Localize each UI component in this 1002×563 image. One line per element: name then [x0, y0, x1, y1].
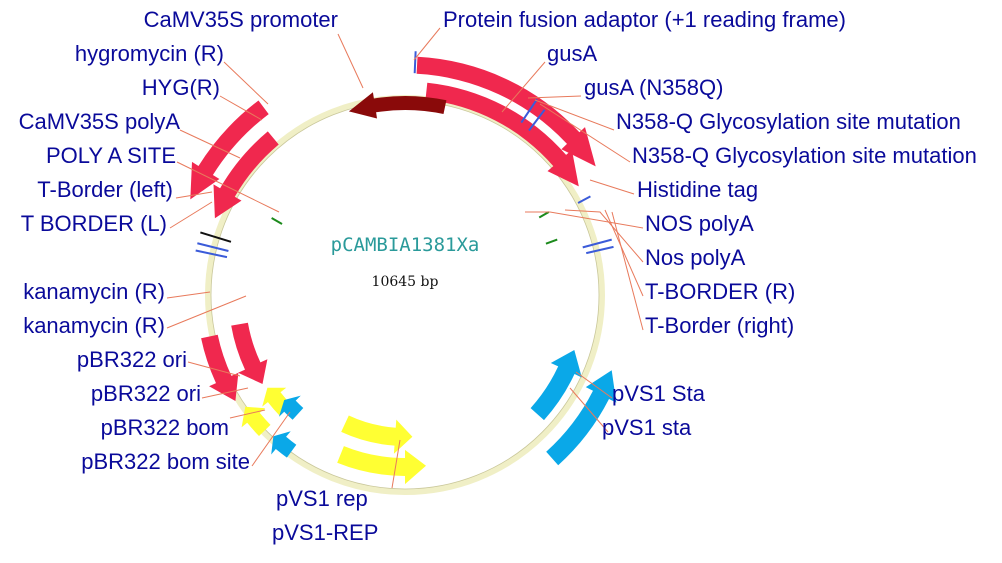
hyg-r-arrow	[213, 131, 279, 219]
t-border-right-tick-2	[586, 245, 614, 255]
leader-gusA-n358q	[527, 95, 582, 99]
gusA-arrow	[425, 82, 579, 187]
kanamycin-r-inner-arrow	[231, 322, 268, 384]
label-camv35s-polya: CaMV35S polyA	[19, 109, 181, 134]
leader-kanamycin-1	[166, 291, 211, 299]
leader-n358q-1	[534, 99, 615, 131]
pvs1-rep-outer-arrow	[337, 446, 426, 485]
leader-protein-fusion-adaptor	[413, 27, 441, 61]
label-camv35s-promoter: CaMV35S promoter	[144, 7, 338, 32]
label-nos-polya-upper: NOS polyA	[645, 211, 754, 236]
label-pbr322-ori-2: pBR322 ori	[91, 381, 201, 406]
label-n358q-mutation-1: N358-Q Glycosylation site mutation	[616, 109, 961, 134]
label-gusA-n358q: gusA (N358Q)	[584, 75, 723, 100]
kanamycin-r-outer-arrow	[201, 334, 239, 401]
site-ticks	[195, 51, 614, 259]
label-nos-polya-lower: Nos polyA	[645, 245, 746, 270]
pbr322-bom-inner-arrow	[279, 395, 304, 420]
n358q-mutation-tick-1	[520, 98, 538, 124]
label-pvs1-rep: pVS1 rep	[276, 486, 368, 511]
label-poly-a-site: POLY A SITE	[46, 143, 176, 168]
leader-lines	[166, 27, 644, 489]
camv35s-polya-green-tick	[271, 217, 283, 225]
label-kanamycin-r-2: kanamycin (R)	[23, 313, 165, 338]
leader-pbr322-bom-site	[251, 411, 291, 467]
pbr322-bom-outer-arrow	[271, 431, 297, 458]
leader-pvs1-sta-2	[569, 387, 609, 433]
feature-labels: CaMV35S promoter Protein fusion adaptor …	[19, 7, 977, 545]
leader-pvs1-rep	[391, 439, 401, 489]
leader-t-border-right	[611, 211, 644, 331]
leader-pbr322-bom	[229, 409, 266, 419]
protein-fusion-adaptor-tick	[413, 51, 417, 74]
label-histidine-tag: Histidine tag	[637, 177, 758, 202]
leader-nos-polya-lower	[564, 209, 644, 263]
label-protein-fusion-adaptor: Protein fusion adaptor (+1 reading frame…	[443, 7, 846, 32]
label-pvs1-rep-upper: pVS1-REP	[272, 520, 378, 545]
label-t-border-left: T-Border (left)	[37, 177, 173, 202]
t-border-left-tick-1	[197, 242, 229, 252]
n358q-mutation-tick-2	[528, 109, 546, 132]
leader-pbr322-ori-1	[187, 361, 241, 377]
plasmid-size: 10645 bp	[372, 274, 439, 290]
t-border-left-tick-2	[195, 249, 228, 259]
nos-polya-green-tick-1	[538, 211, 550, 219]
pvs1-sta-outer-arrow	[546, 370, 617, 466]
label-hyg-r: HYG(R)	[142, 75, 220, 100]
label-pvs1-sta-1: pVS1 Sta	[612, 381, 706, 406]
leader-histidine-tag	[589, 179, 635, 195]
pvs1-sta-inner-arrow	[530, 350, 582, 421]
label-t-border-r: T-BORDER (R)	[645, 279, 795, 304]
label-n358q-mutation-2: N358-Q Glycosylation site mutation	[632, 143, 977, 168]
leader-camv35s-polya	[179, 129, 241, 159]
label-gusA: gusA	[547, 41, 597, 66]
t-border-left-tick-black	[200, 231, 232, 243]
label-pbr322-ori-1: pBR322 ori	[77, 347, 187, 372]
histidine-tag-tick	[577, 195, 591, 204]
feature-arrows	[190, 56, 617, 485]
leader-pvs1-sta-1	[575, 371, 613, 399]
hygromycin-r-arrow	[190, 100, 269, 200]
leader-poly-a-site	[176, 161, 280, 213]
leader-gusA	[501, 61, 546, 113]
label-hygromycin-r: hygromycin (R)	[75, 41, 224, 66]
leader-camv35s-promoter	[337, 33, 364, 89]
t-border-right-tick-1	[582, 238, 612, 249]
leader-n358q-2	[539, 103, 631, 163]
nos-polya-green-tick-2	[545, 238, 558, 245]
leader-hygromycin	[223, 61, 269, 105]
leader-t-border-left	[175, 191, 213, 199]
label-t-border-l: T BORDER (L)	[21, 211, 167, 236]
leader-kanamycin-2	[166, 295, 247, 329]
leader-hyg	[219, 95, 263, 121]
gusA-n358q-arrow	[416, 56, 596, 167]
plasmid-name: pCAMBIA1381Xa	[331, 234, 480, 256]
leader-pbr322-ori-2	[201, 387, 249, 399]
leader-nos-polya-upper	[525, 211, 644, 229]
leader-t-border-r	[604, 209, 644, 297]
label-pvs1-sta-2: pVS1 sta	[602, 415, 692, 440]
camv35s-promoter-arrow	[348, 92, 447, 119]
label-kanamycin-r-1: kanamycin (R)	[23, 279, 165, 304]
leader-t-border-l	[169, 201, 213, 229]
pvs1-rep-inner-arrow	[341, 415, 413, 454]
label-pbr322-bom: pBR322 bom	[101, 415, 229, 440]
label-t-border-right: T-Border (right)	[645, 313, 794, 338]
label-pbr322-bom-site: pBR322 bom site	[81, 449, 250, 474]
